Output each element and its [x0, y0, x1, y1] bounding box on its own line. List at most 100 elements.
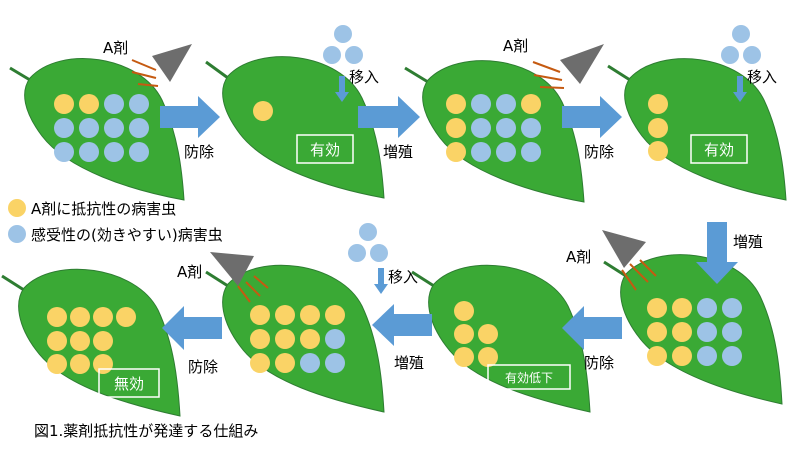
- susceptible-pest: [104, 118, 124, 138]
- arrow-migrate-1: [335, 76, 349, 102]
- susceptible-pest: [722, 322, 742, 342]
- legend-swatch-resistant: [8, 199, 26, 217]
- susceptible-pest: [300, 353, 320, 373]
- leaf-8: [1, 268, 181, 417]
- leaf-3-pests: [446, 94, 541, 162]
- sprayer-4: [210, 252, 269, 303]
- status-box-ineffective: 無効: [98, 368, 160, 398]
- resistant-pest: [70, 307, 90, 327]
- label-proliferate-2: 増殖: [733, 233, 763, 251]
- leaf-stem: [607, 64, 631, 82]
- resistant-pest: [446, 142, 466, 162]
- susceptible-pest: [129, 94, 149, 114]
- susceptible-pest: [129, 142, 149, 162]
- label-migrate-2: 移入: [747, 68, 777, 86]
- arrow-proliferate-1: [358, 96, 420, 138]
- resistant-pest: [47, 307, 67, 327]
- resistant-pest: [54, 94, 74, 114]
- label-migrate-3: 移入: [388, 268, 418, 286]
- resistant-pest: [648, 94, 668, 114]
- resistant-pest: [521, 94, 541, 114]
- resistant-pest: [250, 353, 270, 373]
- resistant-pest: [647, 298, 667, 318]
- legend-swatch-susceptible: [8, 225, 26, 243]
- label-proliferate-1: 増殖: [383, 143, 413, 161]
- resistant-pest: [47, 331, 67, 351]
- susceptible-pest: [697, 322, 717, 342]
- resistant-pest: [648, 141, 668, 161]
- resistant-pest: [79, 94, 99, 114]
- resistant-pest: [454, 324, 474, 344]
- leaf-2-pests: [253, 101, 273, 121]
- status-label: 有効: [704, 141, 734, 159]
- sprayer-2: [532, 44, 604, 89]
- leaf-body: [624, 58, 787, 201]
- susceptible-pest: [54, 142, 74, 162]
- label-migrate-1: 移入: [349, 68, 379, 86]
- leaf-stem: [404, 66, 429, 84]
- susceptible-pest: [521, 118, 541, 138]
- leaf-4: [607, 58, 787, 201]
- leaf-6-pests: [454, 301, 498, 367]
- status-box-reduced: 有効低下: [487, 364, 571, 390]
- leaf-stem: [1, 274, 25, 292]
- label-proliferate-3: 増殖: [394, 354, 424, 372]
- leaf-stem: [205, 270, 229, 288]
- resistant-pest: [300, 305, 320, 325]
- arrow-control-1: [160, 96, 220, 138]
- legend: A剤に抵抗性の病害虫 感受性の(効きやすい)病害虫: [8, 199, 223, 244]
- resistant-pest: [478, 347, 498, 367]
- susceptible-pest: [79, 118, 99, 138]
- resistant-pest: [116, 307, 136, 327]
- susceptible-pest: [697, 298, 717, 318]
- label-control-2: 防除: [584, 143, 614, 161]
- status-box-effective-1: 有効: [296, 134, 354, 164]
- susceptible-pest: [496, 118, 516, 138]
- resistant-pest: [454, 347, 474, 367]
- status-box-effective-2: 有効: [690, 134, 748, 164]
- label-agent-a-4: A剤: [177, 263, 202, 281]
- resistant-pest: [275, 353, 295, 373]
- label-agent-a-1: A剤: [103, 39, 128, 57]
- sprayer-3: [602, 230, 657, 291]
- resistant-pest: [47, 354, 67, 374]
- susceptible-pest: [496, 142, 516, 162]
- arrow-control-4: [162, 306, 222, 350]
- resistant-pest: [647, 322, 667, 342]
- leaf-stem: [411, 270, 435, 288]
- arrow-control-3: [562, 306, 622, 350]
- leaf-stem: [603, 260, 627, 278]
- leaf-body: [428, 264, 591, 413]
- resistant-pest: [93, 307, 113, 327]
- label-agent-a-2: A剤: [503, 37, 528, 55]
- status-label: 無効: [114, 375, 144, 393]
- susceptible-pest: [496, 94, 516, 114]
- leaf-4-pests: [648, 94, 668, 161]
- susceptible-pest: [129, 118, 149, 138]
- resistant-pest: [672, 298, 692, 318]
- migrating-pests-3: [348, 223, 388, 262]
- label-control-4: 防除: [188, 358, 218, 376]
- migrating-pests-2: [721, 25, 761, 64]
- leaf-3: [404, 60, 585, 203]
- leaf-stem: [205, 60, 229, 80]
- resistant-pest: [253, 101, 273, 121]
- resistant-pest: [250, 305, 270, 325]
- resistant-pest: [93, 354, 113, 374]
- arrow-proliferate-2: [696, 222, 738, 284]
- resistant-pest: [446, 94, 466, 114]
- label-control-1: 防除: [184, 143, 214, 161]
- leaf-7-pests: [250, 305, 345, 373]
- resistant-pest: [478, 324, 498, 344]
- leaf-5-pests: [647, 298, 742, 366]
- resistant-pest: [647, 346, 667, 366]
- label-agent-a-3: A剤: [566, 248, 591, 266]
- susceptible-pest: [54, 118, 74, 138]
- status-label: 有効: [310, 141, 340, 159]
- leaf-stem: [9, 66, 31, 82]
- susceptible-pest: [521, 142, 541, 162]
- susceptible-pest: [471, 118, 491, 138]
- leaf-1-pests: [54, 94, 149, 162]
- leaf-6: [411, 264, 591, 413]
